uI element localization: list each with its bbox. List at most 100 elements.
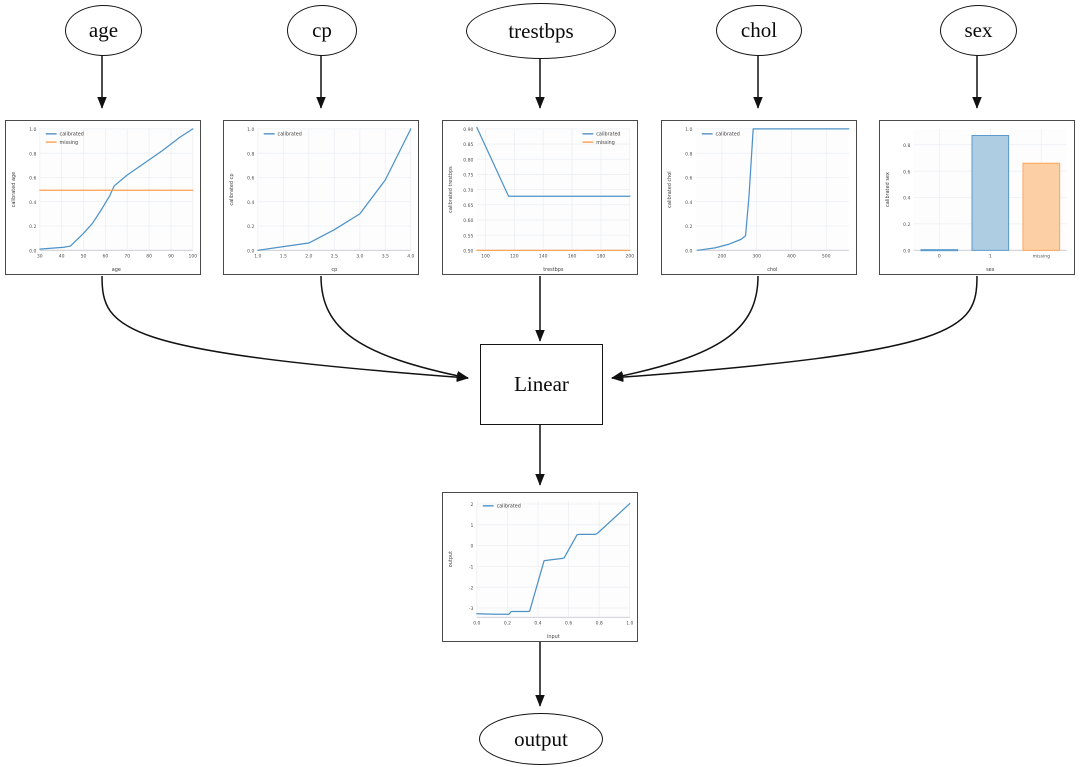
- node-trestbps-label: trestbps: [508, 18, 574, 43]
- svg-text:0.2: 0.2: [685, 224, 692, 230]
- svg-text:calibrated chol: calibrated chol: [667, 171, 673, 207]
- svg-text:calibrated: calibrated: [278, 132, 302, 138]
- svg-text:0.6: 0.6: [247, 176, 254, 182]
- svg-text:1.0: 1.0: [247, 127, 254, 133]
- svg-text:1: 1: [989, 253, 992, 259]
- svg-text:40: 40: [59, 253, 65, 259]
- svg-text:90: 90: [168, 253, 174, 259]
- svg-text:0.2: 0.2: [504, 620, 511, 626]
- svg-text:30: 30: [37, 253, 43, 259]
- svg-text:-3: -3: [469, 606, 474, 612]
- node-linear[interactable]: Linear: [480, 344, 603, 425]
- svg-text:0.8: 0.8: [247, 151, 254, 157]
- svg-text:100: 100: [188, 253, 197, 259]
- svg-text:0.4: 0.4: [534, 620, 541, 626]
- svg-text:4.0: 4.0: [407, 253, 414, 259]
- svg-text:output: output: [448, 551, 454, 567]
- svg-text:2.0: 2.0: [305, 253, 312, 259]
- svg-text:1.0: 1.0: [626, 620, 633, 626]
- svg-text:0.2: 0.2: [903, 222, 910, 228]
- svg-text:3.0: 3.0: [356, 253, 363, 259]
- svg-text:0.85: 0.85: [463, 142, 473, 148]
- node-age[interactable]: age: [65, 5, 142, 56]
- node-chol[interactable]: chol: [716, 5, 802, 56]
- node-output-label: output: [514, 726, 568, 751]
- svg-text:missing: missing: [60, 140, 79, 146]
- edge-chol-to-linear: [611, 275, 759, 381]
- node-cp-label: cp: [312, 18, 332, 42]
- svg-text:calibrated trestbps: calibrated trestbps: [448, 166, 454, 213]
- svg-text:input: input: [547, 634, 560, 640]
- svg-text:0.80: 0.80: [463, 157, 473, 163]
- svg-text:0.4: 0.4: [247, 200, 254, 206]
- svg-text:calibrated: calibrated: [716, 132, 740, 138]
- svg-text:120: 120: [510, 253, 519, 259]
- svg-text:160: 160: [568, 253, 577, 259]
- svg-text:0.6: 0.6: [565, 620, 572, 626]
- svg-text:0.6: 0.6: [685, 176, 692, 182]
- svg-text:-1: -1: [469, 565, 474, 571]
- svg-text:0.2: 0.2: [29, 224, 36, 230]
- svg-text:0.6: 0.6: [903, 169, 910, 175]
- svg-text:missing: missing: [1033, 253, 1051, 259]
- svg-text:trestbps: trestbps: [543, 267, 564, 273]
- node-chol-label: chol: [740, 18, 778, 42]
- svg-text:0.4: 0.4: [29, 200, 36, 206]
- svg-text:0.8: 0.8: [29, 151, 36, 157]
- chart-panel-chol[interactable]: 0.0 0.2 0.4 0.6 0.8 1.0 200 300 400 500 chol calibr…: [661, 120, 857, 275]
- node-output[interactable]: output: [479, 713, 603, 765]
- svg-text:50: 50: [81, 253, 87, 259]
- svg-text:0.8: 0.8: [596, 620, 603, 626]
- node-trestbps[interactable]: trestbps: [466, 3, 616, 59]
- svg-text:missing: missing: [596, 140, 615, 146]
- edge-age-to-linear: [101, 275, 469, 382]
- svg-text:0.0: 0.0: [903, 248, 910, 254]
- svg-text:200: 200: [718, 253, 727, 259]
- svg-text:1.0: 1.0: [254, 253, 261, 259]
- node-sex[interactable]: sex: [940, 5, 1017, 56]
- svg-text:calibrated cp: calibrated cp: [229, 174, 235, 206]
- svg-text:calibrated: calibrated: [596, 132, 620, 138]
- svg-text:500: 500: [822, 253, 831, 259]
- svg-text:sex: sex: [986, 267, 995, 273]
- svg-text:1.0: 1.0: [685, 127, 692, 133]
- svg-text:calibrated: calibrated: [60, 132, 84, 138]
- svg-text:0.0: 0.0: [685, 248, 692, 254]
- svg-text:0.4: 0.4: [685, 200, 692, 206]
- svg-text:0.0: 0.0: [473, 620, 480, 626]
- svg-text:140: 140: [539, 253, 548, 259]
- node-cp[interactable]: cp: [287, 5, 357, 56]
- svg-text:0.65: 0.65: [463, 203, 473, 209]
- svg-text:0.70: 0.70: [463, 188, 473, 194]
- svg-text:180: 180: [597, 253, 606, 259]
- svg-text:0.75: 0.75: [463, 173, 473, 179]
- svg-text:300: 300: [752, 253, 761, 259]
- svg-text:chol: chol: [767, 267, 777, 273]
- node-sex-label: sex: [964, 18, 993, 42]
- edge-sex-to-linear: [611, 275, 978, 382]
- edge-cp-to-linear: [320, 275, 469, 381]
- svg-text:1.0: 1.0: [29, 127, 36, 133]
- svg-text:0.4: 0.4: [903, 196, 910, 202]
- svg-text:2: 2: [471, 502, 474, 508]
- svg-text:0: 0: [938, 253, 941, 259]
- svg-text:0.60: 0.60: [463, 218, 473, 224]
- svg-text:0.2: 0.2: [247, 224, 254, 230]
- svg-text:0.8: 0.8: [903, 143, 910, 149]
- svg-text:100: 100: [481, 253, 490, 259]
- svg-text:0.8: 0.8: [685, 151, 692, 157]
- svg-text:400: 400: [787, 253, 796, 259]
- svg-text:calibrated: calibrated: [497, 504, 521, 510]
- chart-chol: 0.0 0.2 0.4 0.6 0.8 1.0 200 300 400 500 chol calibr…: [662, 121, 856, 274]
